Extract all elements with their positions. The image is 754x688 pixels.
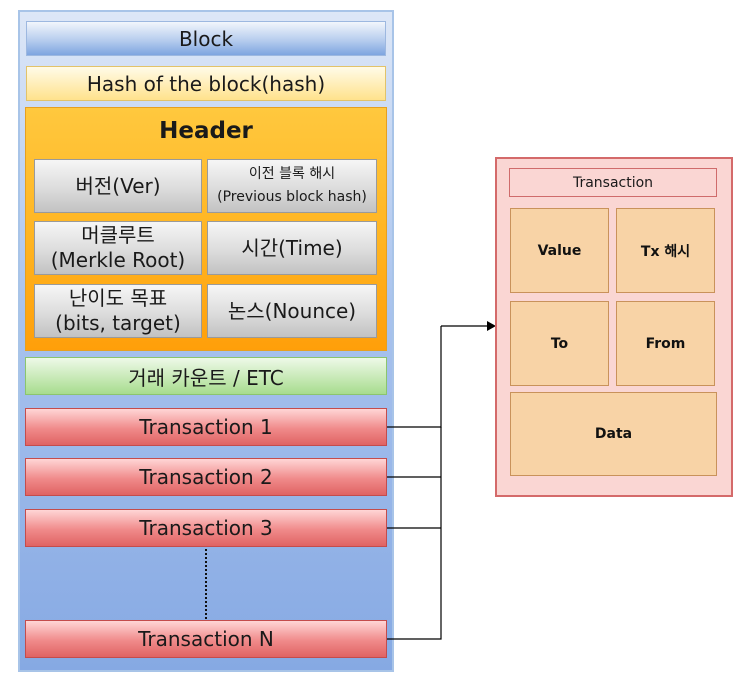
difficulty-target-sublabel: (bits, target) xyxy=(55,311,181,335)
version-cell: 버전(Ver) xyxy=(34,159,202,213)
block-hash-field: Hash of the block(hash) xyxy=(26,66,386,101)
from-field: From xyxy=(616,301,715,386)
previous-block-hash-label: 이전 블록 해시 xyxy=(248,165,336,182)
data-field: Data xyxy=(510,392,717,476)
transaction-n: Transaction N xyxy=(25,620,387,658)
transaction-count-etc: 거래 카운트 / ETC xyxy=(25,357,387,395)
version-label: 버전(Ver) xyxy=(75,173,161,198)
previous-block-hash-cell: 이전 블록 해시 (Previous block hash) xyxy=(207,159,377,213)
time-label: 시간(Time) xyxy=(241,235,343,260)
transaction-2: Transaction 2 xyxy=(25,458,387,496)
connector-transaction-1 xyxy=(387,326,442,428)
merkle-root-label: 머클루트 xyxy=(81,223,155,247)
difficulty-target-cell: 난이도 목표 (bits, target) xyxy=(34,284,202,338)
previous-block-hash-sublabel: (Previous block hash) xyxy=(217,189,367,205)
value-field: Value xyxy=(510,208,609,293)
transaction-detail-title: Transaction xyxy=(509,168,717,197)
time-cell: 시간(Time) xyxy=(207,221,377,275)
merkle-root-cell: 머클루트 (Merkle Root) xyxy=(34,221,202,275)
transaction-1: Transaction 1 xyxy=(25,408,387,446)
nonce-label: 논스(Nounce) xyxy=(227,298,357,323)
header-title: Header xyxy=(159,118,253,144)
merkle-root-sublabel: (Merkle Root) xyxy=(50,248,186,272)
nonce-cell: 논스(Nounce) xyxy=(207,284,377,338)
difficulty-target-label: 난이도 목표 xyxy=(68,286,168,310)
transaction-3: Transaction 3 xyxy=(25,509,387,547)
ellipsis-dots xyxy=(205,549,207,619)
to-field: To xyxy=(510,301,609,386)
connector-transaction-n xyxy=(387,427,442,640)
tx-hash-field: Tx 해시 xyxy=(616,208,715,293)
block-title: Block xyxy=(26,21,386,56)
arrow-head-icon xyxy=(487,321,496,331)
